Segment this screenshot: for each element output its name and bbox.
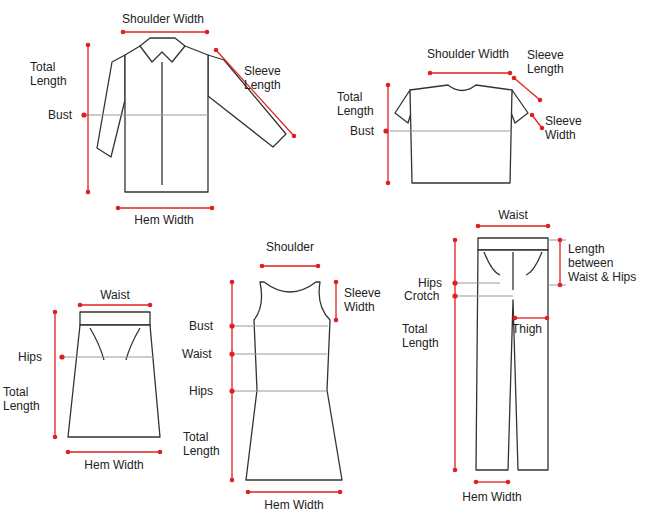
measurement-label: Waist [182, 347, 226, 361]
measurement-label: Bust [48, 108, 80, 122]
measurement-label: Thigh [512, 322, 556, 336]
measurement-label: Length between Waist & Hips [568, 242, 646, 284]
measurement-label: Hips [189, 384, 225, 398]
measurement-label: Bust [350, 124, 382, 138]
measurement-label: Total Length [3, 385, 49, 413]
measurement-label: Total Length [337, 90, 385, 118]
dimension-lines [55, 32, 560, 492]
measurement-label: Sleeve Length [527, 48, 577, 76]
measurement-label: Hem Width [112, 213, 216, 227]
measurement-label: Shoulder [248, 240, 332, 254]
dimension-dots [53, 30, 563, 495]
measurement-label: Total Length [30, 60, 78, 88]
measurement-label: Hips [418, 276, 450, 290]
measurement-label: Hem Width [440, 490, 544, 504]
measurement-label: Sleeve Length [244, 64, 294, 92]
measurement-label: Bust [189, 319, 225, 333]
measurement-label: Sleeve Width [545, 114, 595, 142]
measurement-label: Sleeve Width [344, 286, 394, 314]
garment-outlines [68, 38, 548, 480]
measurement-label: Total Length [183, 430, 229, 458]
guide-lines [62, 115, 566, 391]
measurement-label: Waist [488, 208, 538, 222]
measurement-label: Hem Width [242, 498, 346, 512]
measurement-label: Waist [90, 288, 140, 302]
measurement-label: Crotch [404, 289, 450, 303]
measurement-label: Hem Width [62, 458, 166, 472]
measurement-label: Total Length [402, 322, 450, 350]
measurement-label: Shoulder Width [415, 47, 521, 61]
measurement-label: Shoulder Width [110, 12, 216, 26]
measurement-label: Hips [18, 350, 50, 364]
